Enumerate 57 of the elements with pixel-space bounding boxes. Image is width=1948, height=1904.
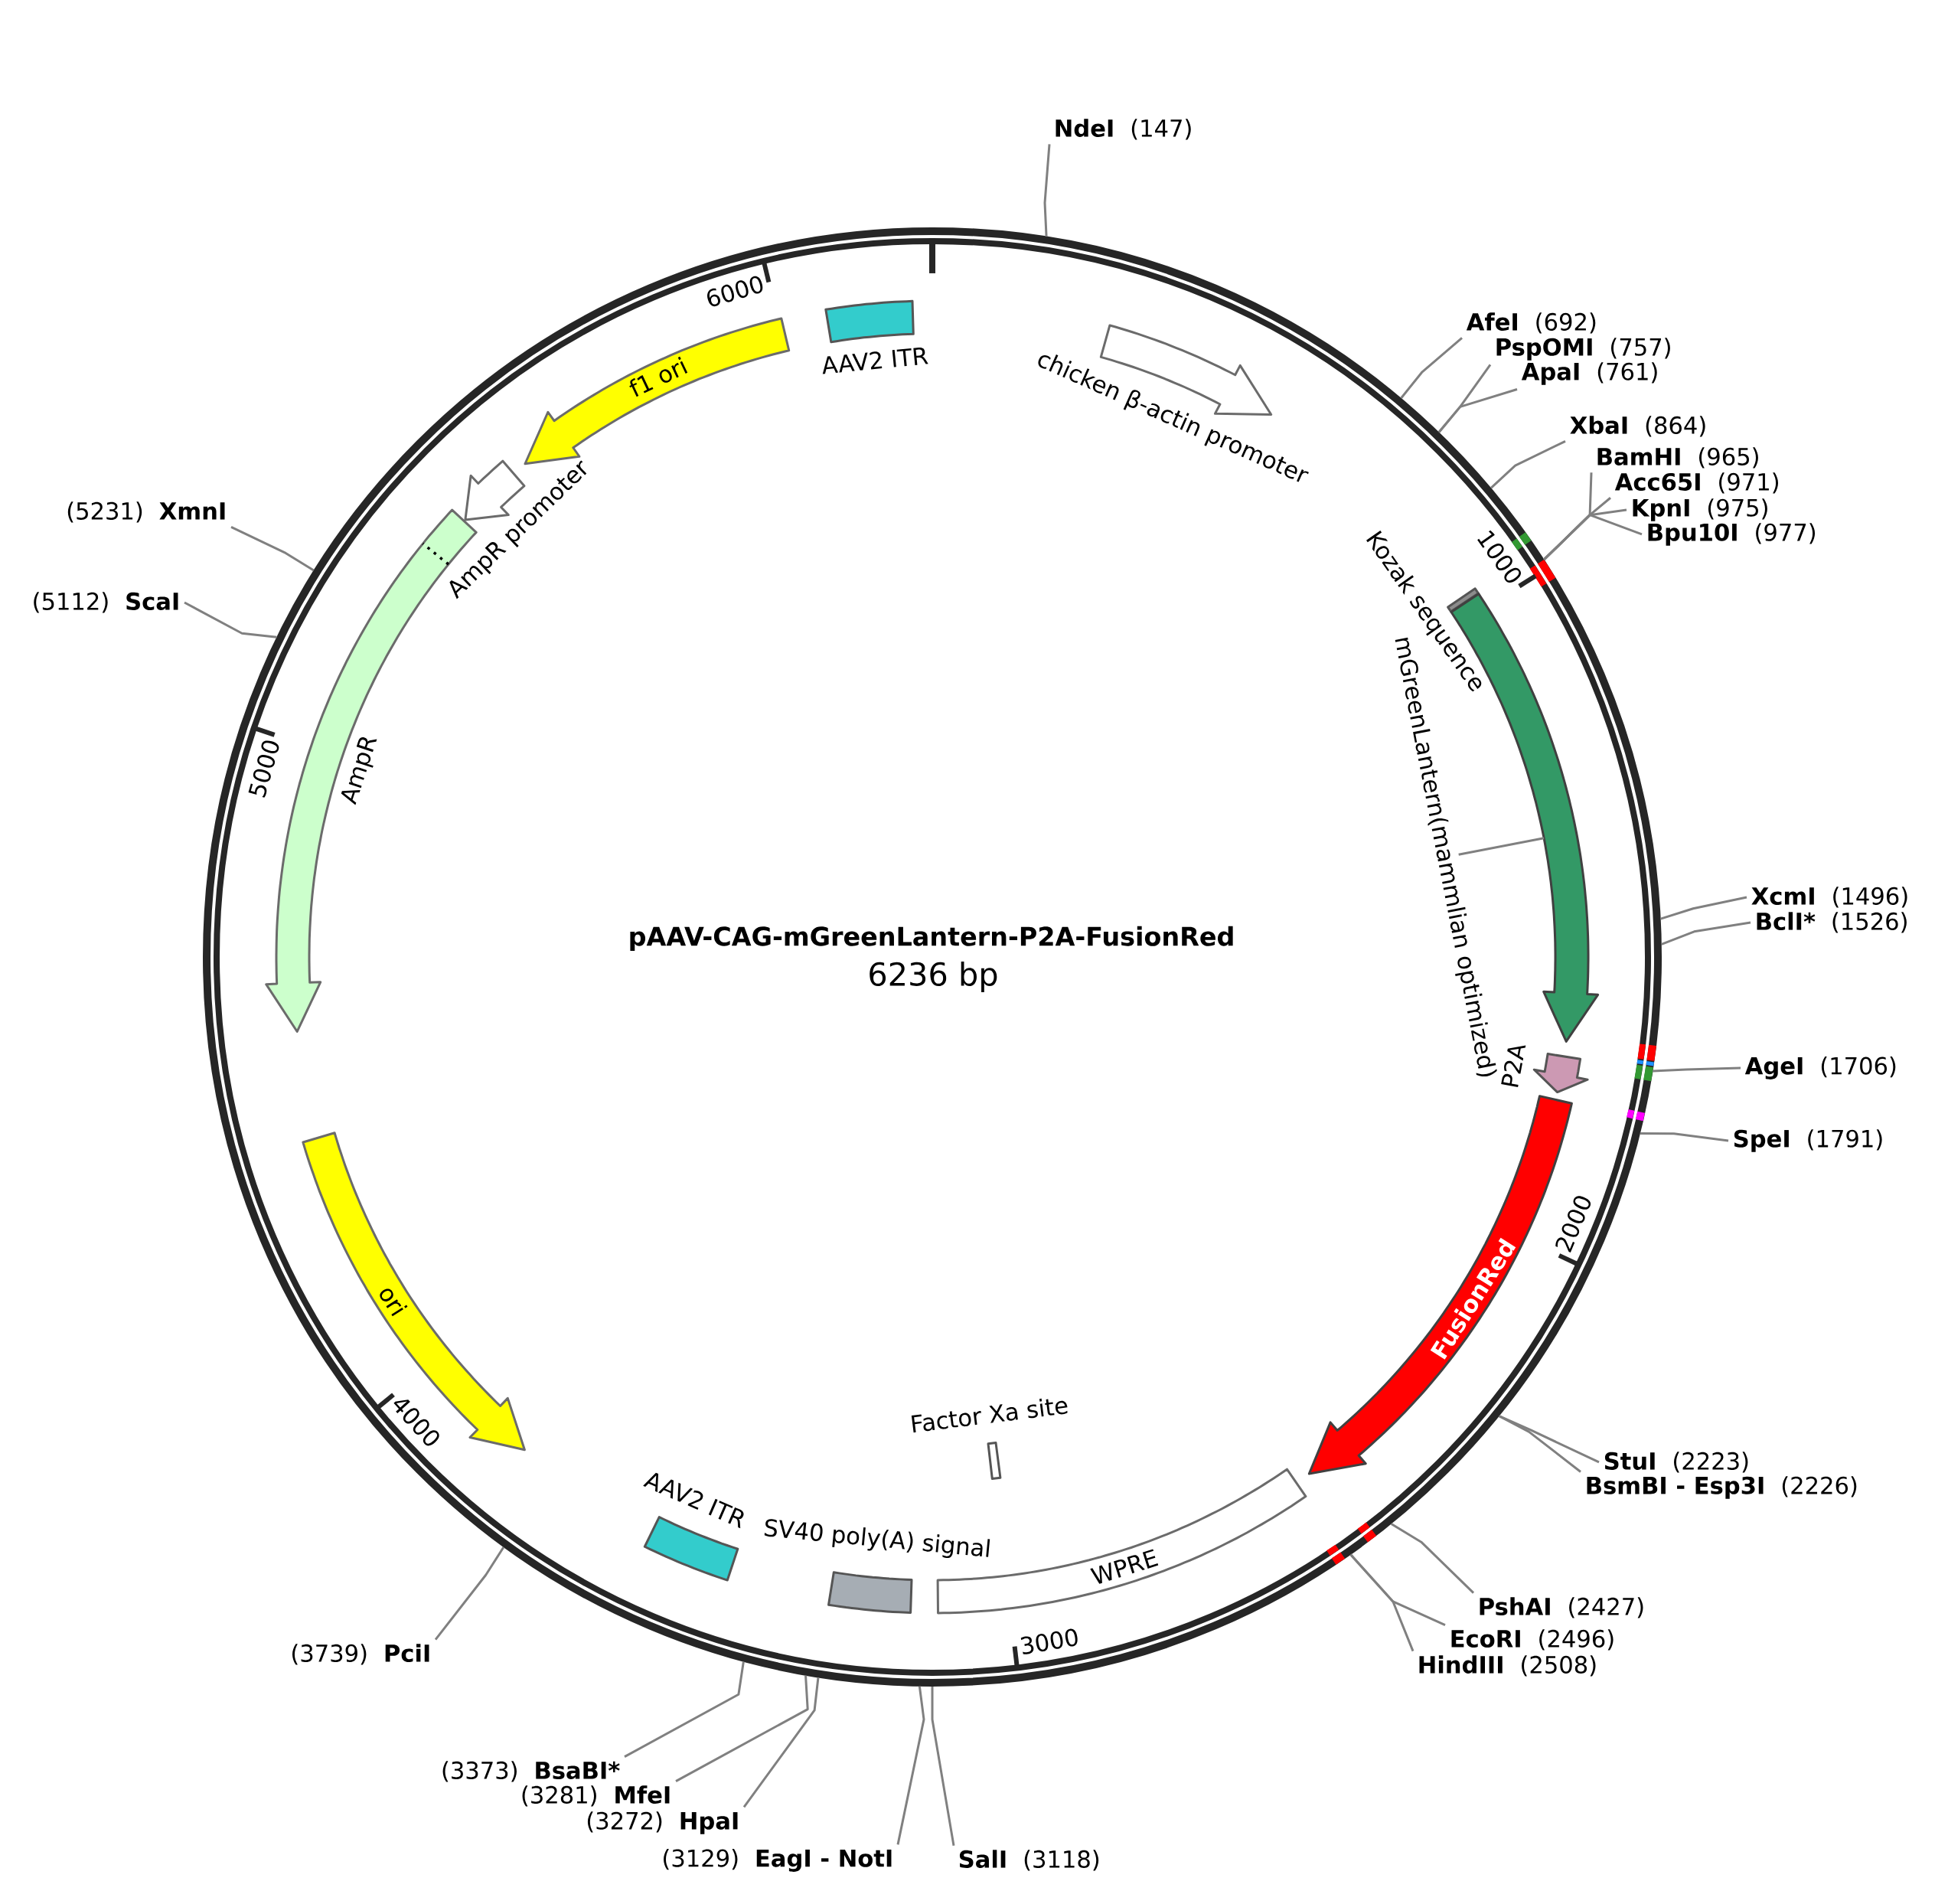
site-label: (5231) XmnI xyxy=(67,501,225,523)
position-number: 6000 xyxy=(707,276,763,307)
site-label: (3373) BsaBI* xyxy=(442,1761,620,1782)
site-label: PshAI (2427) xyxy=(1480,1597,1643,1618)
site-label: StuI (2223) xyxy=(1604,1452,1748,1473)
leader-line xyxy=(1660,896,1747,920)
site-label: BclI* (1526) xyxy=(1757,912,1907,933)
site-label: (3272) HpaI xyxy=(587,1811,738,1834)
leader-line xyxy=(896,1686,925,1845)
site-label: (5112) ScaI xyxy=(34,592,178,613)
feature-box: AAV2 ITR xyxy=(822,299,928,374)
site-label: SalI (3118) xyxy=(959,1850,1099,1871)
site-label: AfeI (692) xyxy=(1466,312,1596,334)
site-label: XbaI (864) xyxy=(1570,416,1705,437)
leader-line xyxy=(742,1677,820,1808)
leader-line xyxy=(1458,837,1545,856)
site-label: (3739) PciI xyxy=(292,1644,429,1665)
site-label: HindIII (2508) xyxy=(1419,1655,1596,1677)
node-label: Factor Xa site xyxy=(911,1398,1068,1433)
leader-line xyxy=(1390,1523,1475,1594)
leader-line xyxy=(675,1675,809,1782)
leader-line xyxy=(1349,1553,1415,1652)
site-label: KpnI (975) xyxy=(1633,498,1767,521)
size-label: 6236 bp xyxy=(870,961,997,992)
site-label: XcmI (1496) xyxy=(1751,887,1907,908)
leader-line xyxy=(1661,921,1751,945)
leader-line xyxy=(931,1687,955,1846)
site-label: (3281) MfeI xyxy=(522,1785,670,1807)
feature-band: P2A xyxy=(1501,1045,1589,1094)
leader-line xyxy=(1400,337,1463,399)
site-label: AgeI (1706) xyxy=(1744,1057,1896,1079)
site-label: BsmBI - Esp3I (2226) xyxy=(1587,1476,1857,1499)
leader-line xyxy=(1043,144,1051,237)
leader-line xyxy=(434,1546,505,1641)
site-label: EcoRI (2496) xyxy=(1451,1629,1614,1651)
leader-line xyxy=(1437,388,1518,433)
node-label: AAV2 ITR xyxy=(822,347,928,374)
leader-line xyxy=(1490,439,1566,489)
site-label: PspOMI (757) xyxy=(1496,338,1670,361)
site-label: Acc65I (971) xyxy=(1614,472,1778,494)
site-label: ApaI (761) xyxy=(1521,362,1657,385)
site-label: NdeI (147) xyxy=(1056,119,1191,140)
leader-line xyxy=(1543,514,1643,560)
leader-line xyxy=(1640,1132,1729,1142)
leader-line xyxy=(624,1661,745,1758)
map-title: pAAV-CAG-mGreenLantern-P2A-FusionRed xyxy=(630,926,1233,952)
node-label: P2A xyxy=(1501,1045,1526,1088)
site-label: SpeI (1791) xyxy=(1734,1129,1882,1152)
leader-line xyxy=(230,525,315,572)
site-label: Bpu10I (977) xyxy=(1648,523,1816,546)
leader-line xyxy=(1653,1066,1741,1073)
site-label: (3129) EagI - NotI xyxy=(664,1849,892,1872)
node-label: AAV2 ITR xyxy=(643,1472,744,1529)
feature-box: AAV2 ITR xyxy=(643,1472,744,1582)
leader-line xyxy=(184,601,277,638)
leader-line xyxy=(1498,1415,1581,1473)
site-label: BamHI (965) xyxy=(1597,447,1758,469)
